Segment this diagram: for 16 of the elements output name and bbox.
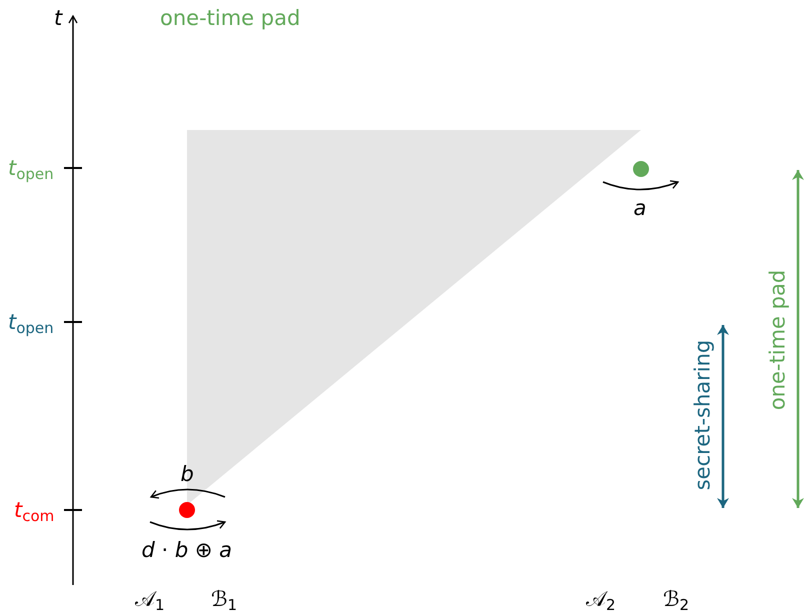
party-label: ℬ$_{1}$ — [211, 589, 238, 613]
message-label: b — [180, 464, 194, 484]
message-label: d · b ⊕ a — [142, 540, 232, 560]
party-label: 𝒜$_{2}$ — [586, 589, 616, 613]
event-dot — [633, 161, 649, 177]
time-label: t$_{com}$ — [14, 500, 54, 524]
message-label: a — [634, 198, 646, 218]
time-label: t$_{open}$ — [8, 158, 54, 182]
party-label: ℬ$_{2}$ — [663, 589, 690, 613]
range-label: secret-sharing — [692, 340, 714, 490]
party-label: 𝒜$_{1}$ — [135, 589, 165, 613]
caption-text: one-time pad — [160, 8, 300, 28]
time-label: t$_{open}$ — [8, 312, 54, 336]
axis-label: t — [54, 8, 62, 28]
range-label: one-time pad — [768, 270, 788, 410]
event-dot — [179, 502, 195, 518]
